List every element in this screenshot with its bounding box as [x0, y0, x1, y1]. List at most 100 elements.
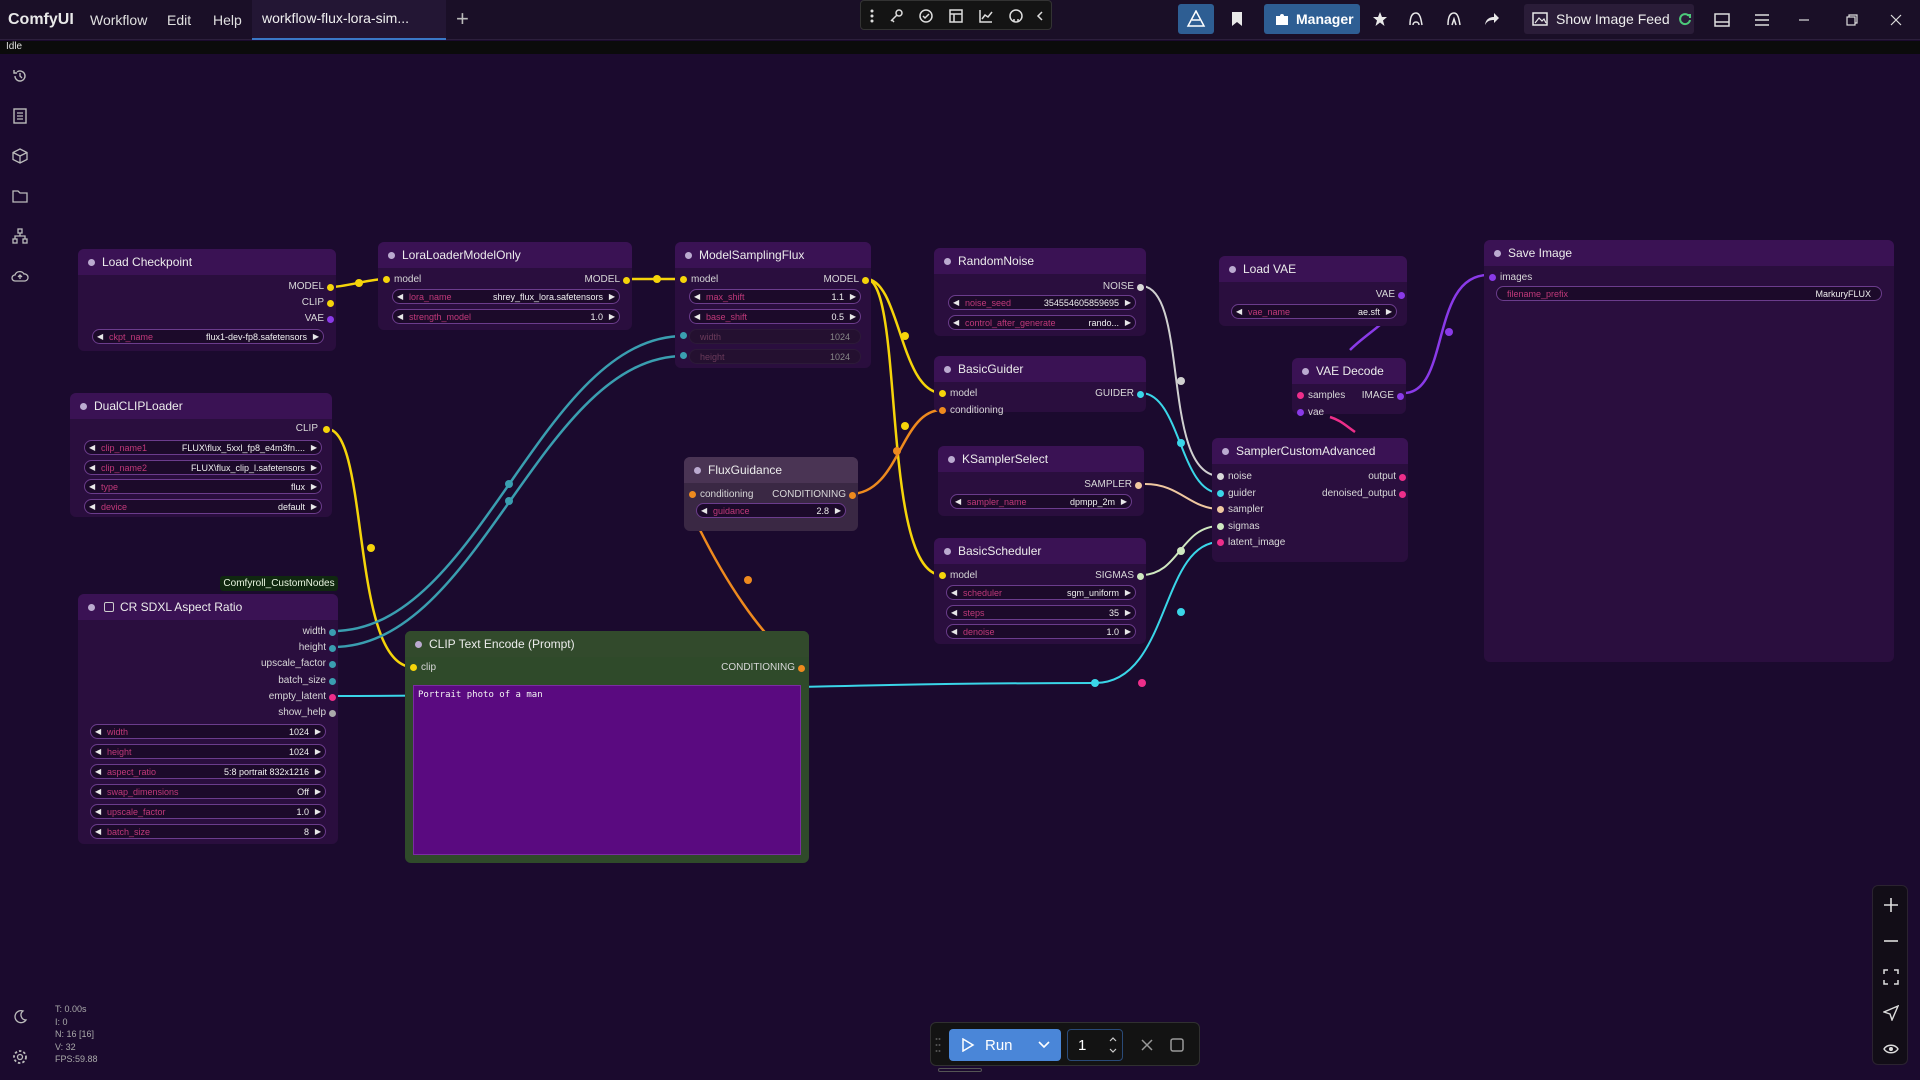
chart-icon[interactable] [975, 5, 997, 27]
input-model-slot[interactable] [383, 276, 390, 283]
output-noise-slot[interactable] [1137, 284, 1144, 291]
menu-help[interactable]: Help [213, 12, 242, 28]
input-height-slot[interactable] [680, 352, 687, 359]
fit-view-icon[interactable] [1882, 968, 1900, 986]
aspect-ratio-widget[interactable]: ◀ aspect_ratio 5:8 portrait 832x1216 ▶ [90, 764, 326, 779]
node-title-bar[interactable]: ModelSamplingFlux [675, 242, 871, 268]
model-library-button[interactable] [1442, 4, 1466, 34]
chevron-left-icon[interactable] [1029, 5, 1051, 27]
input-model-slot[interactable] [939, 390, 946, 397]
decrement-arrow-icon[interactable]: ◀ [95, 747, 102, 756]
decrement-arrow-icon[interactable]: ◀ [955, 497, 962, 506]
node-title-bar[interactable]: KSamplerSelect [938, 446, 1144, 472]
node-title-bar[interactable]: VAE Decode [1292, 358, 1406, 384]
clip-name2-widget[interactable]: ◀ clip_name2 FLUX\flux_clip_l.safetensor… [84, 460, 322, 475]
select-pointer-icon[interactable] [1882, 1004, 1900, 1022]
output-empty-latent-slot[interactable] [329, 694, 336, 701]
increment-arrow-icon[interactable]: ▶ [314, 807, 321, 816]
restore-icon[interactable] [1844, 12, 1860, 28]
star-button[interactable] [1368, 4, 1392, 34]
increment-arrow-icon[interactable]: ▶ [1385, 307, 1392, 316]
base-shift-widget[interactable]: ◀ base_shift 0.5 ▶ [689, 309, 861, 324]
node-title-bar[interactable]: DualCLIPLoader [70, 393, 332, 419]
input-noise-slot[interactable] [1217, 473, 1224, 480]
increment-arrow-icon[interactable]: ▶ [314, 747, 321, 756]
close-icon[interactable] [1888, 12, 1904, 28]
increment-arrow-icon[interactable]: ▶ [1124, 298, 1131, 307]
document-icon[interactable] [11, 107, 29, 125]
input-conditioning-slot[interactable] [939, 407, 946, 414]
cancel-x-icon[interactable] [1139, 1037, 1155, 1053]
upscale-factor-widget[interactable]: ◀ upscale_factor 1.0 ▶ [90, 804, 326, 819]
decrement-arrow-icon[interactable]: ◀ [397, 292, 404, 301]
decrement-arrow-icon[interactable]: ◀ [953, 298, 960, 307]
node-model-sampling-flux[interactable]: ModelSamplingFlux model MODEL ◀ max_shif… [675, 242, 871, 368]
key-icon[interactable] [885, 5, 907, 27]
filename-prefix-widget[interactable]: filename_prefix MarkuryFLUX [1496, 286, 1882, 301]
decrement-arrow-icon[interactable]: ◀ [694, 312, 701, 321]
output-upscale-factor-slot[interactable] [329, 661, 336, 668]
collapse-dot[interactable] [388, 252, 395, 259]
scheduler-widget[interactable]: ◀ scheduler sgm_uniform ▶ [946, 585, 1136, 600]
node-save-image[interactable]: Save Image images filename_prefix Markur… [1484, 240, 1894, 662]
history-icon[interactable] [11, 67, 29, 85]
ckpt-name-widget[interactable]: ◀ ckpt_name flux1-dev-fp8.safetensors ▶ [92, 329, 324, 344]
output-clip-slot[interactable] [323, 426, 330, 433]
folder-icon[interactable] [11, 187, 29, 205]
input-conditioning-slot[interactable] [689, 491, 696, 498]
node-title-bar[interactable]: Load VAE [1219, 256, 1407, 282]
output-width-slot[interactable] [329, 629, 336, 636]
app-brand[interactable]: ComfyUI [8, 11, 74, 28]
decrement-arrow-icon[interactable]: ◀ [89, 482, 96, 491]
decrement-arrow-icon[interactable]: ◀ [95, 787, 102, 796]
strength-model-widget[interactable]: ◀ strength_model 1.0 ▶ [392, 309, 620, 324]
node-dual-clip-loader[interactable]: DualCLIPLoader CLIP ◀ clip_name1 FLUX\fl… [70, 393, 332, 517]
input-latent-image-slot[interactable] [1217, 539, 1224, 546]
output-clip-slot[interactable] [327, 300, 334, 307]
output-image-slot[interactable] [1397, 393, 1404, 400]
collapse-dot[interactable] [1222, 448, 1229, 455]
collapse-dot[interactable] [694, 467, 701, 474]
increment-arrow-icon[interactable]: ▶ [310, 463, 317, 472]
prompt-textarea[interactable]: Portrait photo of a man [413, 685, 801, 855]
node-title-bar[interactable]: FluxGuidance [684, 457, 858, 483]
increment-arrow-icon[interactable]: ▶ [849, 312, 856, 321]
github-icon[interactable] [1005, 5, 1027, 27]
cloud-upload-icon[interactable] [11, 267, 29, 285]
node-sampler-custom-advanced[interactable]: SamplerCustomAdvanced noise guider sampl… [1212, 438, 1408, 562]
increment-arrow-icon[interactable]: ▶ [310, 482, 317, 491]
zoom-in-icon[interactable] [1882, 896, 1900, 914]
node-cr-sdxl-aspect-ratio[interactable]: CR SDXL Aspect Ratio width height upscal… [78, 594, 338, 844]
minimize-icon[interactable] [1796, 12, 1812, 28]
collapse-dot[interactable] [1229, 266, 1236, 273]
height-widget[interactable]: ◀ height 1024 ▶ [90, 744, 326, 759]
node-title-bar[interactable]: CR SDXL Aspect Ratio [78, 594, 338, 620]
increment-arrow-icon[interactable]: ▶ [608, 312, 615, 321]
output-model-slot[interactable] [862, 277, 869, 284]
steps-widget[interactable]: ◀ steps 35 ▶ [946, 605, 1136, 620]
increment-arrow-icon[interactable]: ▶ [1124, 588, 1131, 597]
output-conditioning-slot[interactable] [849, 492, 856, 499]
bookmark-button[interactable] [1222, 4, 1252, 34]
node-load-vae[interactable]: Load VAE VAE ◀ vae_name ae.sft ▶ [1219, 256, 1407, 326]
node-title-bar[interactable]: Save Image [1484, 240, 1894, 266]
checkbox-icon[interactable] [104, 602, 114, 612]
increment-arrow-icon[interactable]: ▶ [1124, 318, 1131, 327]
decrement-arrow-icon[interactable]: ◀ [97, 332, 104, 341]
node-basic-guider[interactable]: BasicGuider model conditioning GUIDER [934, 356, 1146, 416]
settings-gear-icon[interactable] [11, 1048, 29, 1066]
eye-icon[interactable] [1882, 1040, 1900, 1058]
input-sampler-slot[interactable] [1217, 506, 1224, 513]
drag-handle-icon[interactable] [935, 1037, 941, 1053]
output-sampler-slot[interactable] [1135, 482, 1142, 489]
collapse-dot[interactable] [80, 403, 87, 410]
collapse-dot[interactable] [944, 366, 951, 373]
moon-icon[interactable] [11, 1008, 29, 1026]
input-clip-slot[interactable] [410, 664, 417, 671]
width-widget[interactable]: ◀ width 1024 ▶ [90, 724, 326, 739]
increment-arrow-icon[interactable]: ▶ [312, 332, 319, 341]
input-guider-slot[interactable] [1217, 490, 1224, 497]
increment-arrow-icon[interactable]: ▶ [310, 443, 317, 452]
increment-arrow-icon[interactable]: ▶ [849, 292, 856, 301]
node-clip-text-encode[interactable]: CLIP Text Encode (Prompt) clip CONDITION… [405, 631, 809, 863]
